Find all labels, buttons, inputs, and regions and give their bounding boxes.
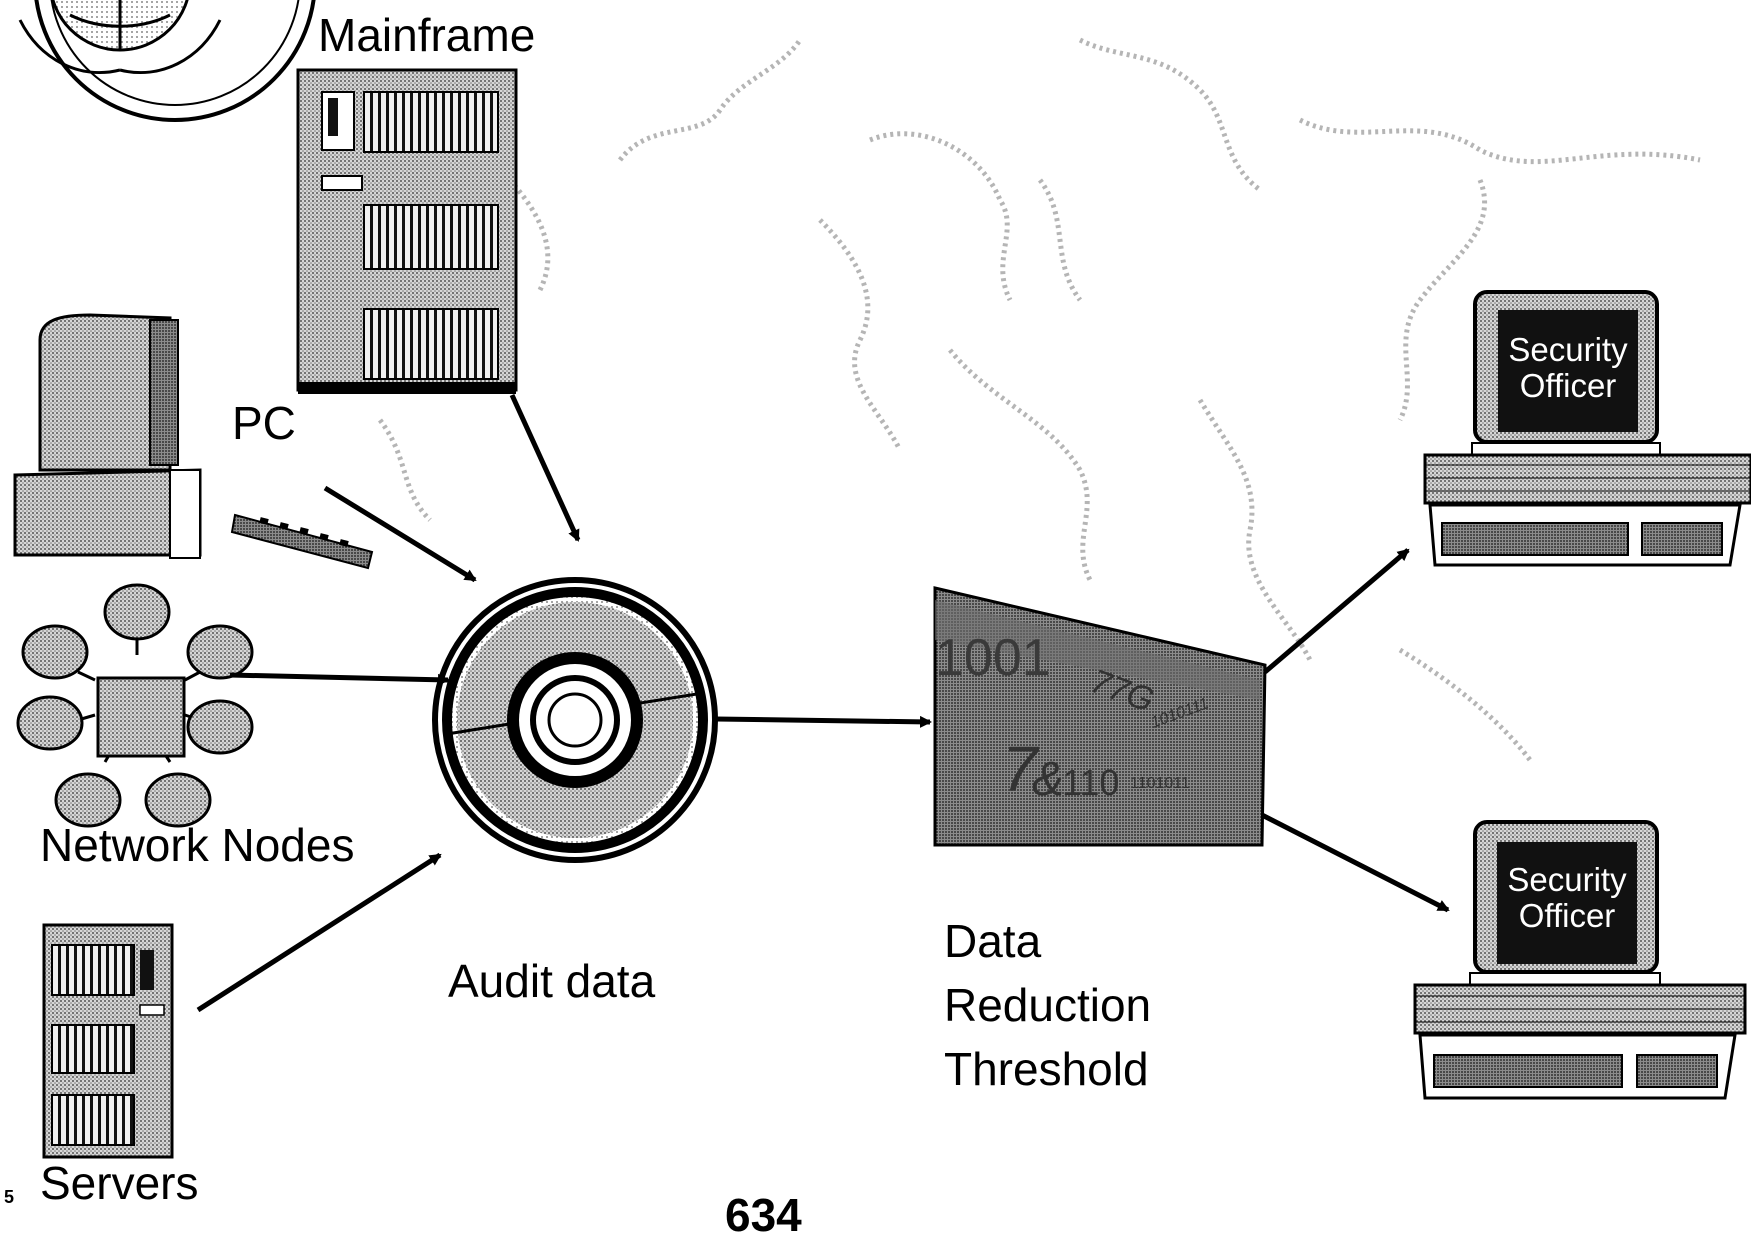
flow-arrows: [196, 393, 1450, 1013]
page-mark-left: 5: [4, 1187, 15, 1207]
servers-icon: [42, 923, 174, 1159]
audit-data-label: Audit data: [448, 955, 656, 1007]
reduction-label: Reduction: [944, 979, 1152, 1031]
seal-emblem: [18, 0, 316, 122]
network-nodes-icon: [16, 583, 254, 828]
officer-terminal-2: [1413, 820, 1747, 1100]
bits-line-2b: &: [1032, 753, 1065, 806]
officer-2-line-2: Officer: [1518, 897, 1616, 935]
bits-line-2d: 1101011: [1130, 775, 1190, 792]
arrow-mainframe-to-disc: [509, 393, 581, 542]
pc-icon: [13, 313, 374, 570]
officer-terminal-1: [1423, 290, 1751, 567]
data-reduction-block: [933, 586, 1267, 847]
bits-line-2: 7: [1002, 733, 1038, 805]
bits-line-2c: 110: [1062, 762, 1120, 803]
arrow-disc-to-reduction: [715, 715, 932, 728]
data-label: Data: [944, 915, 1042, 967]
mainframe-label: Mainframe: [318, 9, 536, 61]
arrow-reduction-to-officer-1: [1263, 548, 1410, 674]
bits-line-1: 1001: [935, 629, 1051, 687]
arrow-servers-to-disc: [196, 852, 442, 1013]
threshold-label: Threshold: [944, 1043, 1149, 1095]
arrow-reduction-to-officer-2: [1260, 812, 1450, 913]
officer-1-screen-text: Security Officer: [1498, 331, 1638, 405]
officer-2-screen-text: Security Officer: [1497, 861, 1637, 935]
officer-1-line-2: Officer: [1519, 367, 1617, 405]
network-nodes-label: Network Nodes: [40, 819, 355, 871]
page-number: 634: [725, 1189, 802, 1241]
world-map-background: [377, 37, 1701, 762]
mainframe-icon: [296, 68, 518, 394]
arrow-pc-to-disc: [323, 485, 477, 583]
servers-label: Servers: [40, 1157, 199, 1209]
arrow-network-to-disc: [229, 672, 450, 686]
audit-disc-icon: [432, 577, 718, 863]
officer-2-line-1: Security: [1507, 861, 1627, 898]
officer-1-line-1: Security: [1508, 331, 1628, 368]
audit-diagram: [13, 0, 1751, 1159]
pc-label: PC: [232, 397, 296, 449]
